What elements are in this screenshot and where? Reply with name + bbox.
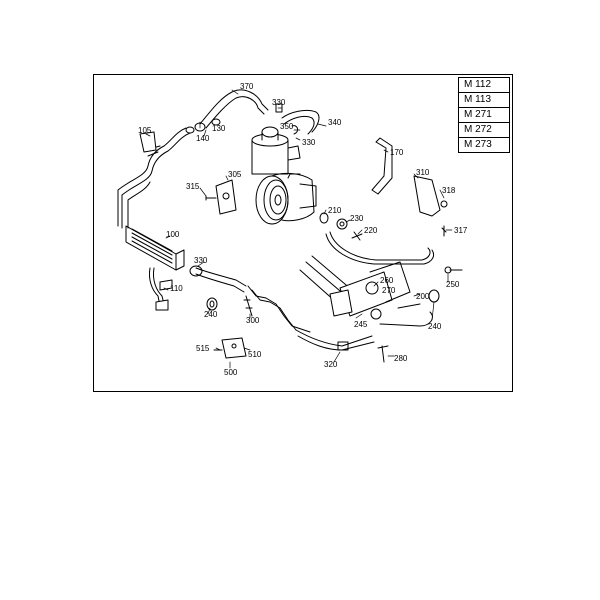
bracket-170: [371, 137, 393, 195]
pressure-line: [325, 231, 435, 265]
part-label: 170: [390, 148, 404, 157]
part-label: 140: [196, 134, 210, 143]
part-label: 270: [382, 286, 396, 295]
part-label: 318: [442, 186, 456, 195]
part-label: 250: [446, 280, 460, 289]
model-row: M 273: [458, 137, 510, 153]
part-label: 515: [196, 344, 210, 353]
model-row: M 272: [458, 122, 510, 138]
part-label: 210: [328, 206, 342, 215]
part-label: 240: [204, 310, 218, 319]
part-label: 340: [328, 118, 342, 127]
part-label: 300: [246, 316, 260, 325]
part-label: 315: [186, 182, 200, 191]
cooler-lines: [117, 126, 195, 311]
model-row: M 271: [458, 107, 510, 123]
part-label: 245: [354, 320, 368, 329]
part-label: 230: [350, 214, 364, 223]
steering-gear: [299, 255, 433, 327]
leader-lines: [145, 89, 453, 369]
bracket-310: [413, 175, 448, 237]
steering-pump: [255, 172, 317, 225]
model-cell: M 273: [458, 137, 510, 153]
part-label: 110: [170, 284, 183, 293]
pump-bracket: [205, 179, 237, 215]
model-cell: M 271: [458, 107, 510, 123]
oil-cooler: [125, 225, 185, 271]
pressure-fittings: [319, 212, 363, 241]
model-cell: M 112: [458, 77, 510, 93]
model-row: M 113: [458, 92, 510, 108]
part-label: 240: [428, 322, 442, 331]
part-label: 370: [240, 82, 254, 91]
part-label: 330: [194, 256, 208, 265]
part-label: 330: [302, 138, 316, 147]
part-label: 510: [248, 350, 262, 359]
part-label: 350: [280, 122, 294, 131]
model-cell: M 113: [458, 92, 510, 108]
return-line: [189, 265, 375, 351]
model-table: M 112 M 113 M 271 M 272 M 273: [458, 77, 510, 153]
part-label: 200: [416, 292, 430, 301]
part-label: 330: [272, 98, 286, 107]
part-label: 260: [380, 276, 394, 285]
part-label: 280: [394, 354, 408, 363]
part-label: 305: [228, 170, 242, 179]
part-label: 310: [416, 168, 430, 177]
part-label: 220: [364, 226, 378, 235]
model-row: M 112: [458, 77, 510, 93]
model-cell: M 272: [458, 122, 510, 138]
part-label: 100: [166, 230, 180, 239]
part-label: 105: [138, 126, 152, 135]
fluid-reservoir: [251, 126, 301, 175]
small-parts: [139, 131, 463, 363]
part-label: 500: [224, 368, 238, 377]
part-label: 320: [324, 360, 338, 369]
part-label: 317: [454, 226, 468, 235]
part-label: 130: [212, 124, 226, 133]
